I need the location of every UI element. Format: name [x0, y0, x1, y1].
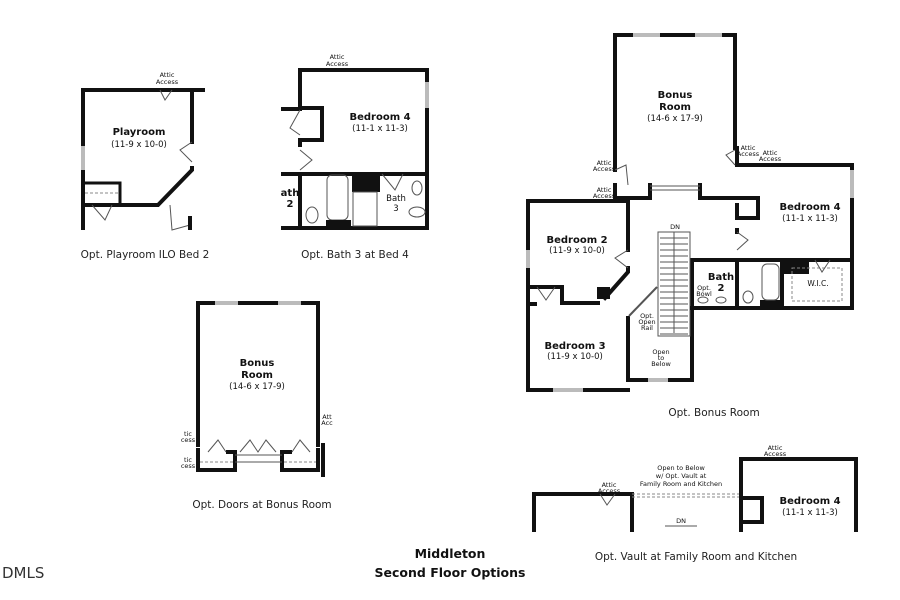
bonus-label: Bonus	[658, 90, 693, 101]
vault-label: w/ Opt. Vault at	[656, 472, 707, 480]
access-label: Access	[593, 165, 616, 173]
bonus-caption: Opt. Bonus Room	[668, 407, 759, 419]
attic-label: Attic	[768, 444, 783, 452]
bedroom2-label: Bedroom 2	[546, 235, 607, 246]
access-label: Access	[764, 450, 787, 458]
dmls-watermark: DMLS	[2, 564, 44, 582]
bonus-dims: (14-6 x 17-9)	[229, 382, 285, 392]
dn-label: DN	[670, 223, 680, 231]
vault-plan: Open to Below w/ Opt. Vault at Family Ro…	[532, 444, 858, 563]
attic-label: Attic	[330, 53, 345, 61]
partial-access-label: cess	[181, 462, 196, 470]
open-rail-label: Open	[638, 318, 655, 326]
partial-attic-label: Att	[322, 413, 332, 421]
bath3-number: 3	[393, 204, 398, 214]
open-below-label: Open	[652, 348, 669, 356]
bath3-plan: Attic Access Bedroom 4 (11-1 x 11-3) Bat…	[281, 53, 429, 261]
bedroom4-dims: (11-1 x 11-3)	[782, 214, 838, 224]
playroom-dims: (11-9 x 10-0)	[111, 140, 167, 150]
bedroom3-label: Bedroom 3	[544, 341, 605, 352]
open-below-label: Below	[651, 360, 671, 368]
bath2-label: Bath	[708, 272, 734, 283]
playroom-plan: Attic Access Playroom (11-9 x 10-0) Opt.…	[81, 71, 210, 261]
bedroom4-dims: (11-1 x 11-3)	[352, 124, 408, 134]
bedroom2-dims: (11-9 x 10-0)	[549, 246, 605, 256]
access-label: Access	[326, 60, 349, 68]
attic-label: Attic	[763, 149, 778, 157]
access-label: Access	[593, 192, 616, 200]
bowl-label: Bowl	[696, 290, 712, 298]
doors-plan: Bonus Room (14-6 x 17-9) tic cess tic ce…	[181, 301, 333, 511]
access-label: Access	[737, 150, 760, 158]
bedroom4-dims: (11-1 x 11-3)	[782, 508, 838, 518]
dn-label: DN	[676, 517, 686, 525]
bedroom3-dims: (11-9 x 10-0)	[547, 352, 603, 362]
bedroom4-label: Bedroom 4	[779, 496, 840, 507]
partial-attic-label: tic	[184, 456, 192, 464]
attic-label: Attic	[602, 481, 617, 489]
bath2-partial-label: ath	[281, 188, 300, 199]
plan-subtitle: Second Floor Options	[375, 565, 526, 580]
bedroom4-label: Bedroom 4	[779, 202, 840, 213]
open-below-label: Open to Below	[657, 464, 705, 472]
room-label: Room	[659, 102, 691, 113]
vault-rooms-label: Family Room and Kitchen	[640, 480, 722, 488]
partial-access-label: Acc	[321, 419, 333, 427]
plan-title: Middleton	[415, 546, 486, 561]
room-label: Room	[241, 370, 273, 381]
bonus-dims: (14-6 x 17-9)	[647, 114, 703, 124]
attic-label: Attic	[597, 159, 612, 167]
bath2-number: 2	[718, 283, 725, 294]
access-label: Access	[598, 487, 621, 495]
open-below-label: to	[658, 354, 665, 362]
access-label: Access	[156, 78, 179, 86]
playroom-label: Playroom	[113, 127, 166, 138]
open-rail-label: Rail	[641, 324, 653, 332]
bonus-plan: Bonus Room (14-6 x 17-9) Bedroom 2 (11-9…	[526, 33, 854, 419]
doors-caption: Opt. Doors at Bonus Room	[192, 499, 331, 511]
attic-label: Attic	[741, 144, 756, 152]
attic-label: Attic	[160, 71, 175, 79]
opt-label: Opt.	[697, 284, 711, 292]
open-rail-label: Opt.	[640, 312, 654, 320]
playroom-caption: Opt. Playroom ILO Bed 2	[81, 249, 210, 261]
partial-access-label: cess	[181, 436, 196, 444]
bath3-caption: Opt. Bath 3 at Bed 4	[301, 249, 409, 261]
attic-label: Attic	[597, 186, 612, 194]
access-label: Access	[759, 155, 782, 163]
wic-label: W.I.C.	[807, 279, 828, 288]
bonus-label: Bonus	[240, 358, 275, 369]
bath2-partial-number: 2	[287, 199, 294, 210]
bath3-label: Bath	[386, 194, 406, 204]
bedroom4-label: Bedroom 4	[349, 112, 410, 123]
partial-attic-label: tic	[184, 430, 192, 438]
vault-caption: Opt. Vault at Family Room and Kitchen	[595, 551, 797, 563]
